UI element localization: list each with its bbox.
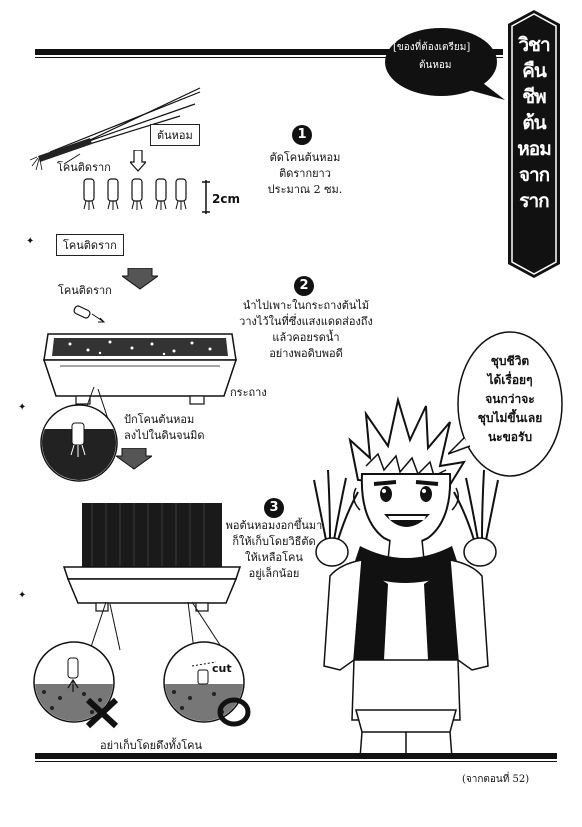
bullet-mark: ✦ — [18, 590, 27, 601]
speech-line: ได้เรื่อยๆ — [487, 373, 533, 387]
step-line: ติดรากยาว — [279, 167, 331, 180]
speech-bubble: ชุบชีวิต ได้เรื่อยๆ จนกว่าจะ ชุบไม่ขึ้นเ… — [448, 326, 568, 486]
root-end-box-label: โคนติดราก — [56, 234, 124, 256]
title-char: วิชา — [518, 34, 550, 56]
title-char: หอม — [517, 138, 551, 160]
speech-line: ชุบชีวิต — [490, 354, 530, 368]
title-char: ราก — [519, 190, 549, 212]
cut-label: cut — [212, 662, 232, 675]
bottom-rule-thin — [35, 761, 557, 762]
title-char: ชีพ — [522, 86, 546, 108]
root-end-label: โคนติดราก — [57, 161, 111, 174]
step-line: วางไว้ในที่ซึ่งแสงแดดส่องถึง — [239, 315, 373, 328]
speech-text: ชุบชีวิต ได้เรื่อยๆ จนกว่าจะ ชุบไม่ขึ้นเ… — [458, 352, 562, 447]
down-arrow-icon — [122, 268, 158, 290]
small-scallion-illustration — [73, 305, 106, 323]
down-arrow-icon — [116, 448, 152, 470]
bottom-rule — [35, 753, 557, 759]
plant-note: ปักโคนต้นหอม ลงไปในดินจนมิด — [124, 412, 205, 444]
step-line: พอต้นหอมงอกขึ้นมา — [225, 519, 323, 532]
footer-source: (จากตอนที่ 52) — [462, 774, 530, 785]
materials-bubble: [ของที่ต้องเตรียม] ต้นหอม — [383, 28, 507, 100]
cut-pieces-illustration — [83, 178, 187, 210]
top-rule — [35, 49, 503, 55]
step-line: ตัดโคนต้นหอม — [269, 151, 341, 164]
title-char: จาก — [518, 164, 550, 186]
pot-label: กระถาง — [230, 386, 267, 399]
character-illustration — [313, 396, 499, 759]
title-banner: วิชา คืน ชีพ ต้น หอม จาก ราก — [508, 10, 560, 278]
bullet-mark: ✦ — [26, 236, 35, 247]
soil-closeup-illustration — [40, 386, 118, 482]
planter-soil-illustration — [42, 333, 238, 405]
right-harvest-closeup — [163, 601, 251, 727]
step-line: อยู่เล็กน้อย — [248, 567, 300, 580]
title-char: คืน — [522, 60, 547, 82]
step-1-number: 1 — [292, 125, 312, 145]
warning-caption: อย่าเก็บโดยดึงทั้งโคน — [100, 739, 203, 752]
step-1-text: ตัดโคนต้นหอม ติดรากยาว ประมาณ 2 ซม. — [260, 150, 350, 198]
step-line: นำไปเพาะในกระถางต้นไม้ — [242, 299, 370, 312]
materials-heading: [ของที่ต้องเตรียม] — [393, 42, 471, 53]
title-char: ต้น — [522, 112, 546, 134]
step-line: อย่างพอดิบพอดี — [269, 347, 343, 360]
pointer-line — [63, 153, 81, 165]
step-3-text: พอต้นหอมงอกขึ้นมา ก็ให้เก็บโดยวิธีตัด ให… — [218, 518, 330, 582]
speech-line: นะขอรับ — [487, 430, 533, 444]
planter-grown-illustration — [62, 503, 242, 612]
step-line: แล้วคอยรดน้ำ — [272, 331, 340, 344]
step-2-number: 2 — [294, 276, 314, 296]
title-text: วิชา คืน ชีพ ต้น หอม จาก ราก — [508, 32, 560, 214]
step-line: ประมาณ 2 ซม. — [267, 183, 343, 196]
step-3-number: 3 — [264, 498, 284, 518]
plant-note-line: ลงไปในดินจนมิด — [124, 429, 205, 442]
wrong-harvest-closeup — [33, 601, 121, 729]
size-bracket — [202, 180, 210, 214]
step-2-text: นำไปเพาะในกระถางต้นไม้ วางไว้ในที่ซึ่งแส… — [228, 298, 384, 362]
speech-line: จนกว่าจะ — [485, 392, 535, 406]
top-rule-thin — [35, 57, 503, 58]
scallion-illustration — [30, 87, 201, 171]
materials-item: ต้นหอม — [419, 60, 452, 71]
step-line: ให้เหลือโคน — [245, 551, 303, 564]
size-label: 2cm — [212, 192, 240, 206]
root-end-label-2: โคนติดราก — [58, 284, 112, 297]
scallion-label: ต้นหอม — [150, 124, 200, 146]
down-arrow-outline-icon — [130, 150, 146, 172]
speech-line: ชุบไม่ขึ้นเลย — [477, 411, 543, 425]
plant-note-line: ปักโคนต้นหอม — [124, 413, 195, 426]
bullet-mark: ✦ — [18, 402, 27, 413]
step-line: ก็ให้เก็บโดยวิธีตัด — [232, 535, 316, 548]
